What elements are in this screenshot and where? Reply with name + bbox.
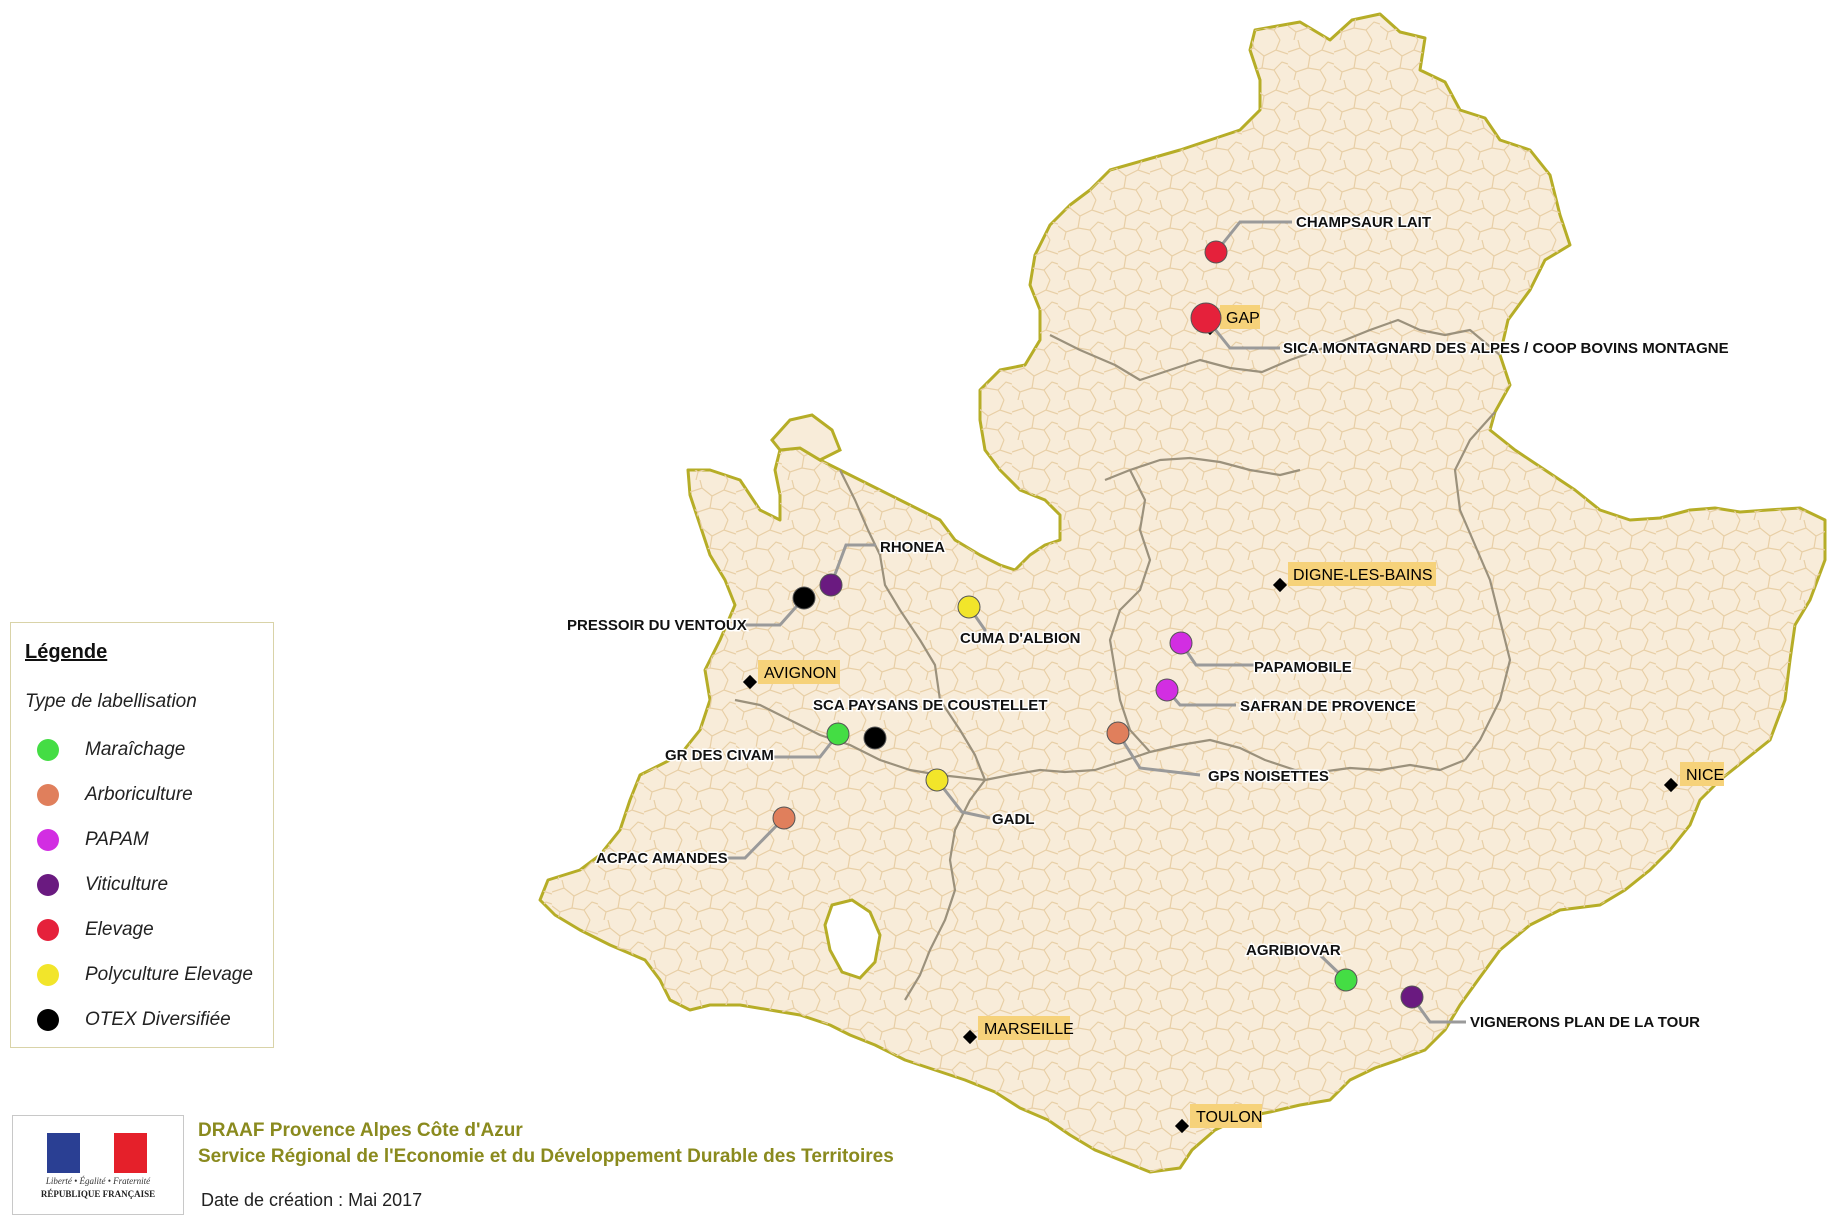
legend-item-papam: PAPAM xyxy=(37,825,149,855)
legend-swatch xyxy=(37,964,59,986)
legend-item-viticulture: Viticulture xyxy=(37,870,168,900)
legend-label: Viticulture xyxy=(85,874,169,895)
marker-sica-montagnard xyxy=(1190,302,1222,334)
legend-label: PAPAM xyxy=(85,829,149,850)
city-label-nice: NICE xyxy=(1680,762,1724,786)
marker-agribiovar xyxy=(1334,968,1358,992)
marker-rhonea xyxy=(819,573,843,597)
svg-text:MARSEILLE: MARSEILLE xyxy=(984,1021,1074,1038)
marker-gps-noisettes xyxy=(1106,721,1130,745)
logo-motto: Liberté • Égalité • Fraternité xyxy=(45,1176,151,1186)
org-name: DRAAF Provence Alpes Côte d'Azur xyxy=(198,1120,523,1141)
marker-vignerons-plan-tour xyxy=(1400,985,1424,1009)
etang-de-berre xyxy=(823,898,882,980)
legend-label: Maraîchage xyxy=(85,739,186,760)
legend-item-arboriculture: Arboriculture xyxy=(37,780,193,810)
logo-name: RÉPUBLIQUE FRANÇAISE xyxy=(40,1189,156,1199)
label-agribiovar: AGRIBIOVAR xyxy=(1246,942,1341,959)
label-papamobile: PAPAMOBILE xyxy=(1254,659,1352,676)
city-label-avignon: AVIGNON xyxy=(758,660,840,684)
creation-date: Date de création : Mai 2017 xyxy=(201,1190,423,1210)
label-rhonea: RHONEA xyxy=(880,539,945,556)
marker-acpac-amandes xyxy=(772,806,796,830)
marianne-flag-icon xyxy=(47,1133,147,1173)
legend-swatch xyxy=(37,1009,59,1031)
svg-text:TOULON: TOULON xyxy=(1196,1109,1262,1126)
legend-label: Arboriculture xyxy=(85,784,193,805)
svg-text:GAP: GAP xyxy=(1226,310,1260,327)
marker-champsaur-lait xyxy=(1204,240,1228,264)
marker-cuma-albion xyxy=(957,595,981,619)
marker-sca-coustellet xyxy=(863,726,887,750)
label-acpac-amandes: ACPAC AMANDES xyxy=(596,850,728,867)
label-pressoir-ventoux: PRESSOIR DU VENTOUX xyxy=(567,617,747,634)
project-labels: CHAMPSAUR LAIT SICA MONTAGNARD DES ALPES… xyxy=(566,213,1731,1033)
city-label-toulon: TOULON xyxy=(1190,1104,1262,1128)
legend-swatch xyxy=(37,919,59,941)
svg-text:AVIGNON: AVIGNON xyxy=(764,665,837,682)
republique-francaise-logo: Liberté • Égalité • Fraternité RÉPUBLIQU… xyxy=(12,1115,184,1215)
project-markers xyxy=(772,240,1424,1009)
legend-item-elevage: Elevage xyxy=(37,915,154,945)
legend-item-maraichage: Maraîchage xyxy=(37,735,185,765)
org-service: Service Régional de l'Economie et du Dév… xyxy=(198,1146,894,1167)
marker-pressoir-ventoux xyxy=(792,586,816,610)
legend-label: OTEX Diversifiée xyxy=(85,1009,231,1030)
city-labels: GAP DIGNE-LES-BAINS AVIGNON NICE MARSEIL… xyxy=(758,305,1724,1128)
label-sca-coustellet: SCA PAYSANS DE COUSTELLET xyxy=(813,697,1047,714)
enclave-shape xyxy=(770,413,842,462)
svg-text:NICE: NICE xyxy=(1686,767,1724,784)
marker-gadl xyxy=(925,768,949,792)
label-gps-noisettes: GPS NOISETTES xyxy=(1208,768,1329,785)
legend-swatch xyxy=(37,784,59,806)
label-sica-montagnard: SICA MONTAGNARD DES ALPES / COOP BOVINS … xyxy=(1283,340,1729,357)
legend-swatch xyxy=(37,829,59,851)
city-label-marseille: MARSEILLE xyxy=(978,1016,1074,1040)
legend-label: Elevage xyxy=(85,919,154,940)
legend-swatch xyxy=(37,739,59,761)
city-label-gap: GAP xyxy=(1220,305,1260,329)
label-champsaur-lait: CHAMPSAUR LAIT xyxy=(1296,214,1431,231)
legend-item-polyculture: Polyculture Elevage xyxy=(37,960,253,990)
marker-gr-civam xyxy=(826,722,850,746)
label-gadl: GADL xyxy=(992,811,1035,828)
legend-title: Légende xyxy=(25,641,108,663)
svg-text:DIGNE-LES-BAINS: DIGNE-LES-BAINS xyxy=(1293,567,1433,584)
legend-swatch xyxy=(37,874,59,896)
legend: Légende Type de labellisation Maraîchage… xyxy=(10,622,274,1048)
city-label-digne: DIGNE-LES-BAINS xyxy=(1288,562,1436,586)
label-safran-provence: SAFRAN DE PROVENCE xyxy=(1240,698,1416,715)
label-cuma-albion: CUMA D'ALBION xyxy=(960,630,1081,647)
marker-safran-provence xyxy=(1155,678,1179,702)
commune-boundaries xyxy=(540,14,1825,1172)
marker-papamobile xyxy=(1169,631,1193,655)
label-vignerons-plan-tour: VIGNERONS PLAN DE LA TOUR xyxy=(1470,1014,1700,1031)
legend-subtitle: Type de labellisation xyxy=(25,691,197,712)
legend-label: Polyculture Elevage xyxy=(85,964,253,985)
legend-item-otex: OTEX Diversifiée xyxy=(37,1005,231,1035)
label-gr-civam: GR DES CIVAM xyxy=(665,747,774,764)
